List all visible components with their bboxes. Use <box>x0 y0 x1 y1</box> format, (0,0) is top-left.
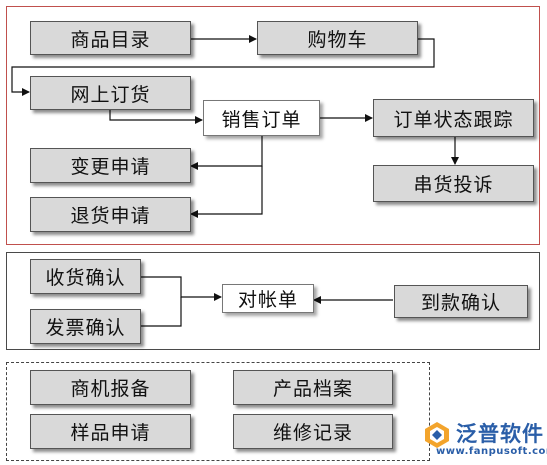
brand-url: www.fanpusoft.com <box>436 446 547 457</box>
node-complaint[interactable]: 串货投诉 <box>373 165 534 202</box>
node-cart[interactable]: 购物车 <box>257 21 418 55</box>
node-catalog[interactable]: 商品目录 <box>30 21 191 55</box>
node-receipt-confirm[interactable]: 收货确认 <box>30 259 141 294</box>
node-online-order[interactable]: 网上订货 <box>30 76 191 110</box>
node-order-tracking[interactable]: 订单状态跟踪 <box>373 99 534 137</box>
brand-logo: 泛普软件 www.fanpusoft.com <box>418 416 547 462</box>
node-sample-request[interactable]: 样品申请 <box>30 414 191 449</box>
node-return-request[interactable]: 退货申请 <box>30 197 191 232</box>
node-opportunity-report[interactable]: 商机报备 <box>30 370 191 405</box>
brand-logo-icon <box>425 422 449 448</box>
brand-name: 泛普软件 <box>456 422 544 446</box>
node-repair-record[interactable]: 维修记录 <box>233 414 393 449</box>
node-change-request[interactable]: 变更申请 <box>30 148 191 183</box>
node-product-archive[interactable]: 产品档案 <box>233 370 393 405</box>
node-sales-order[interactable]: 销售订单 <box>203 100 320 136</box>
node-invoice-confirm[interactable]: 发票确认 <box>30 309 141 344</box>
node-payment-confirm[interactable]: 到款确认 <box>394 285 528 318</box>
node-reconciliation[interactable]: 对帐单 <box>222 284 314 313</box>
